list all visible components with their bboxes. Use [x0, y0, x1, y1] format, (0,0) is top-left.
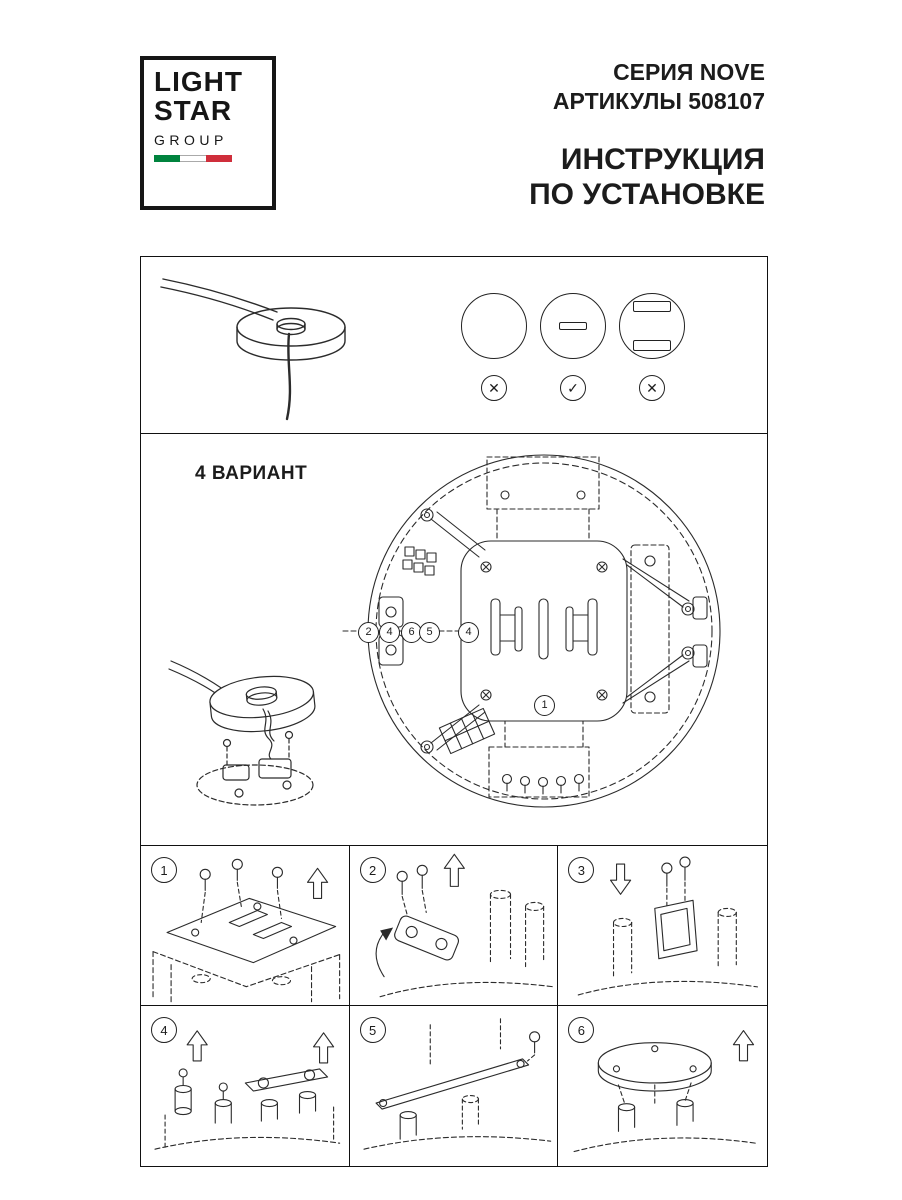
logo-text-star: STAR	[154, 95, 233, 127]
cross-mark-icon: ✕	[481, 375, 507, 401]
articles-label: АРТИКУЛЫ 508107	[552, 88, 765, 115]
clip-bar-top	[633, 301, 671, 312]
step-panel-3: 3	[558, 846, 767, 1006]
frame-divider	[141, 433, 767, 434]
fixture-assembly-drawing	[168, 660, 316, 806]
ceiling-canopy-drawing	[160, 278, 346, 421]
callout-4: 4	[379, 622, 400, 643]
step-1-drawing	[152, 858, 341, 1003]
step-panel-5: 5	[350, 1006, 559, 1166]
doc-title-line1: ИНСТРУКЦИЯ	[560, 142, 765, 176]
installation-steps-grid: 1	[140, 845, 768, 1167]
step-number-badge: 3	[568, 857, 595, 883]
approval-item-clips: ✕	[619, 293, 685, 401]
doc-title: ИНСТРУКЦИЯ ПО УСТАНОВКЕ	[529, 142, 765, 213]
step-number-badge: 6	[568, 1017, 595, 1043]
step-panel-6: 6	[558, 1006, 767, 1166]
mounting-plate-diagram	[342, 454, 721, 808]
diagram-frame: ✕ ✓ ✕ 4 ВАРИАНТ	[140, 256, 768, 847]
italian-flag-icon	[154, 155, 232, 163]
screw-head-clips-icon	[619, 293, 685, 359]
step-4-drawing	[154, 1030, 341, 1150]
callout-1: 1	[534, 695, 555, 716]
step-number-badge: 2	[359, 857, 386, 883]
variant-label: 4 ВАРИАНТ	[195, 463, 308, 484]
flag-green-segment	[154, 155, 180, 163]
logo-text-group: GROUP	[154, 132, 228, 149]
callout-5: 5	[419, 622, 440, 643]
step-panel-1: 1	[141, 846, 350, 1006]
header-titles: СЕРИЯ NOVE АРТИКУЛЫ 508107 ИНСТРУКЦИЯ ПО…	[529, 58, 765, 213]
step-number-badge: 4	[151, 1017, 177, 1043]
step-6-drawing	[573, 1030, 759, 1153]
flag-red-segment	[206, 155, 232, 163]
approval-item-plain: ✕	[461, 293, 527, 401]
doc-title-line2: ПО УСТАНОВКЕ	[529, 178, 765, 212]
step-5-drawing	[363, 1018, 551, 1150]
step-number-badge: 1	[151, 857, 177, 883]
lightstar-logo: LIGHT STAR GROUP	[140, 56, 276, 210]
screw-head-slot-icon	[540, 293, 606, 359]
cross-mark-icon: ✕	[639, 375, 665, 401]
approval-item-slot: ✓	[540, 293, 606, 401]
step-number-badge: 5	[359, 1017, 386, 1043]
screw-head-plain-icon	[461, 293, 527, 359]
callout-4b: 4	[458, 622, 479, 643]
step-panel-4: 4	[141, 1006, 350, 1166]
clip-bar-bottom	[633, 340, 671, 351]
step-panel-2: 2	[349, 846, 559, 1006]
flag-white-segment	[180, 155, 206, 163]
screwdriver-approval-row: ✕ ✓ ✕	[461, 293, 685, 401]
logo-text-light: LIGHT	[154, 66, 243, 97]
step-3-drawing	[578, 856, 759, 996]
series-label: СЕРИЯ NOVE	[613, 59, 765, 85]
slot-bar	[559, 322, 587, 330]
callout-2: 2	[358, 622, 379, 643]
step-2-drawing	[375, 853, 553, 998]
check-mark-icon: ✓	[560, 375, 586, 401]
